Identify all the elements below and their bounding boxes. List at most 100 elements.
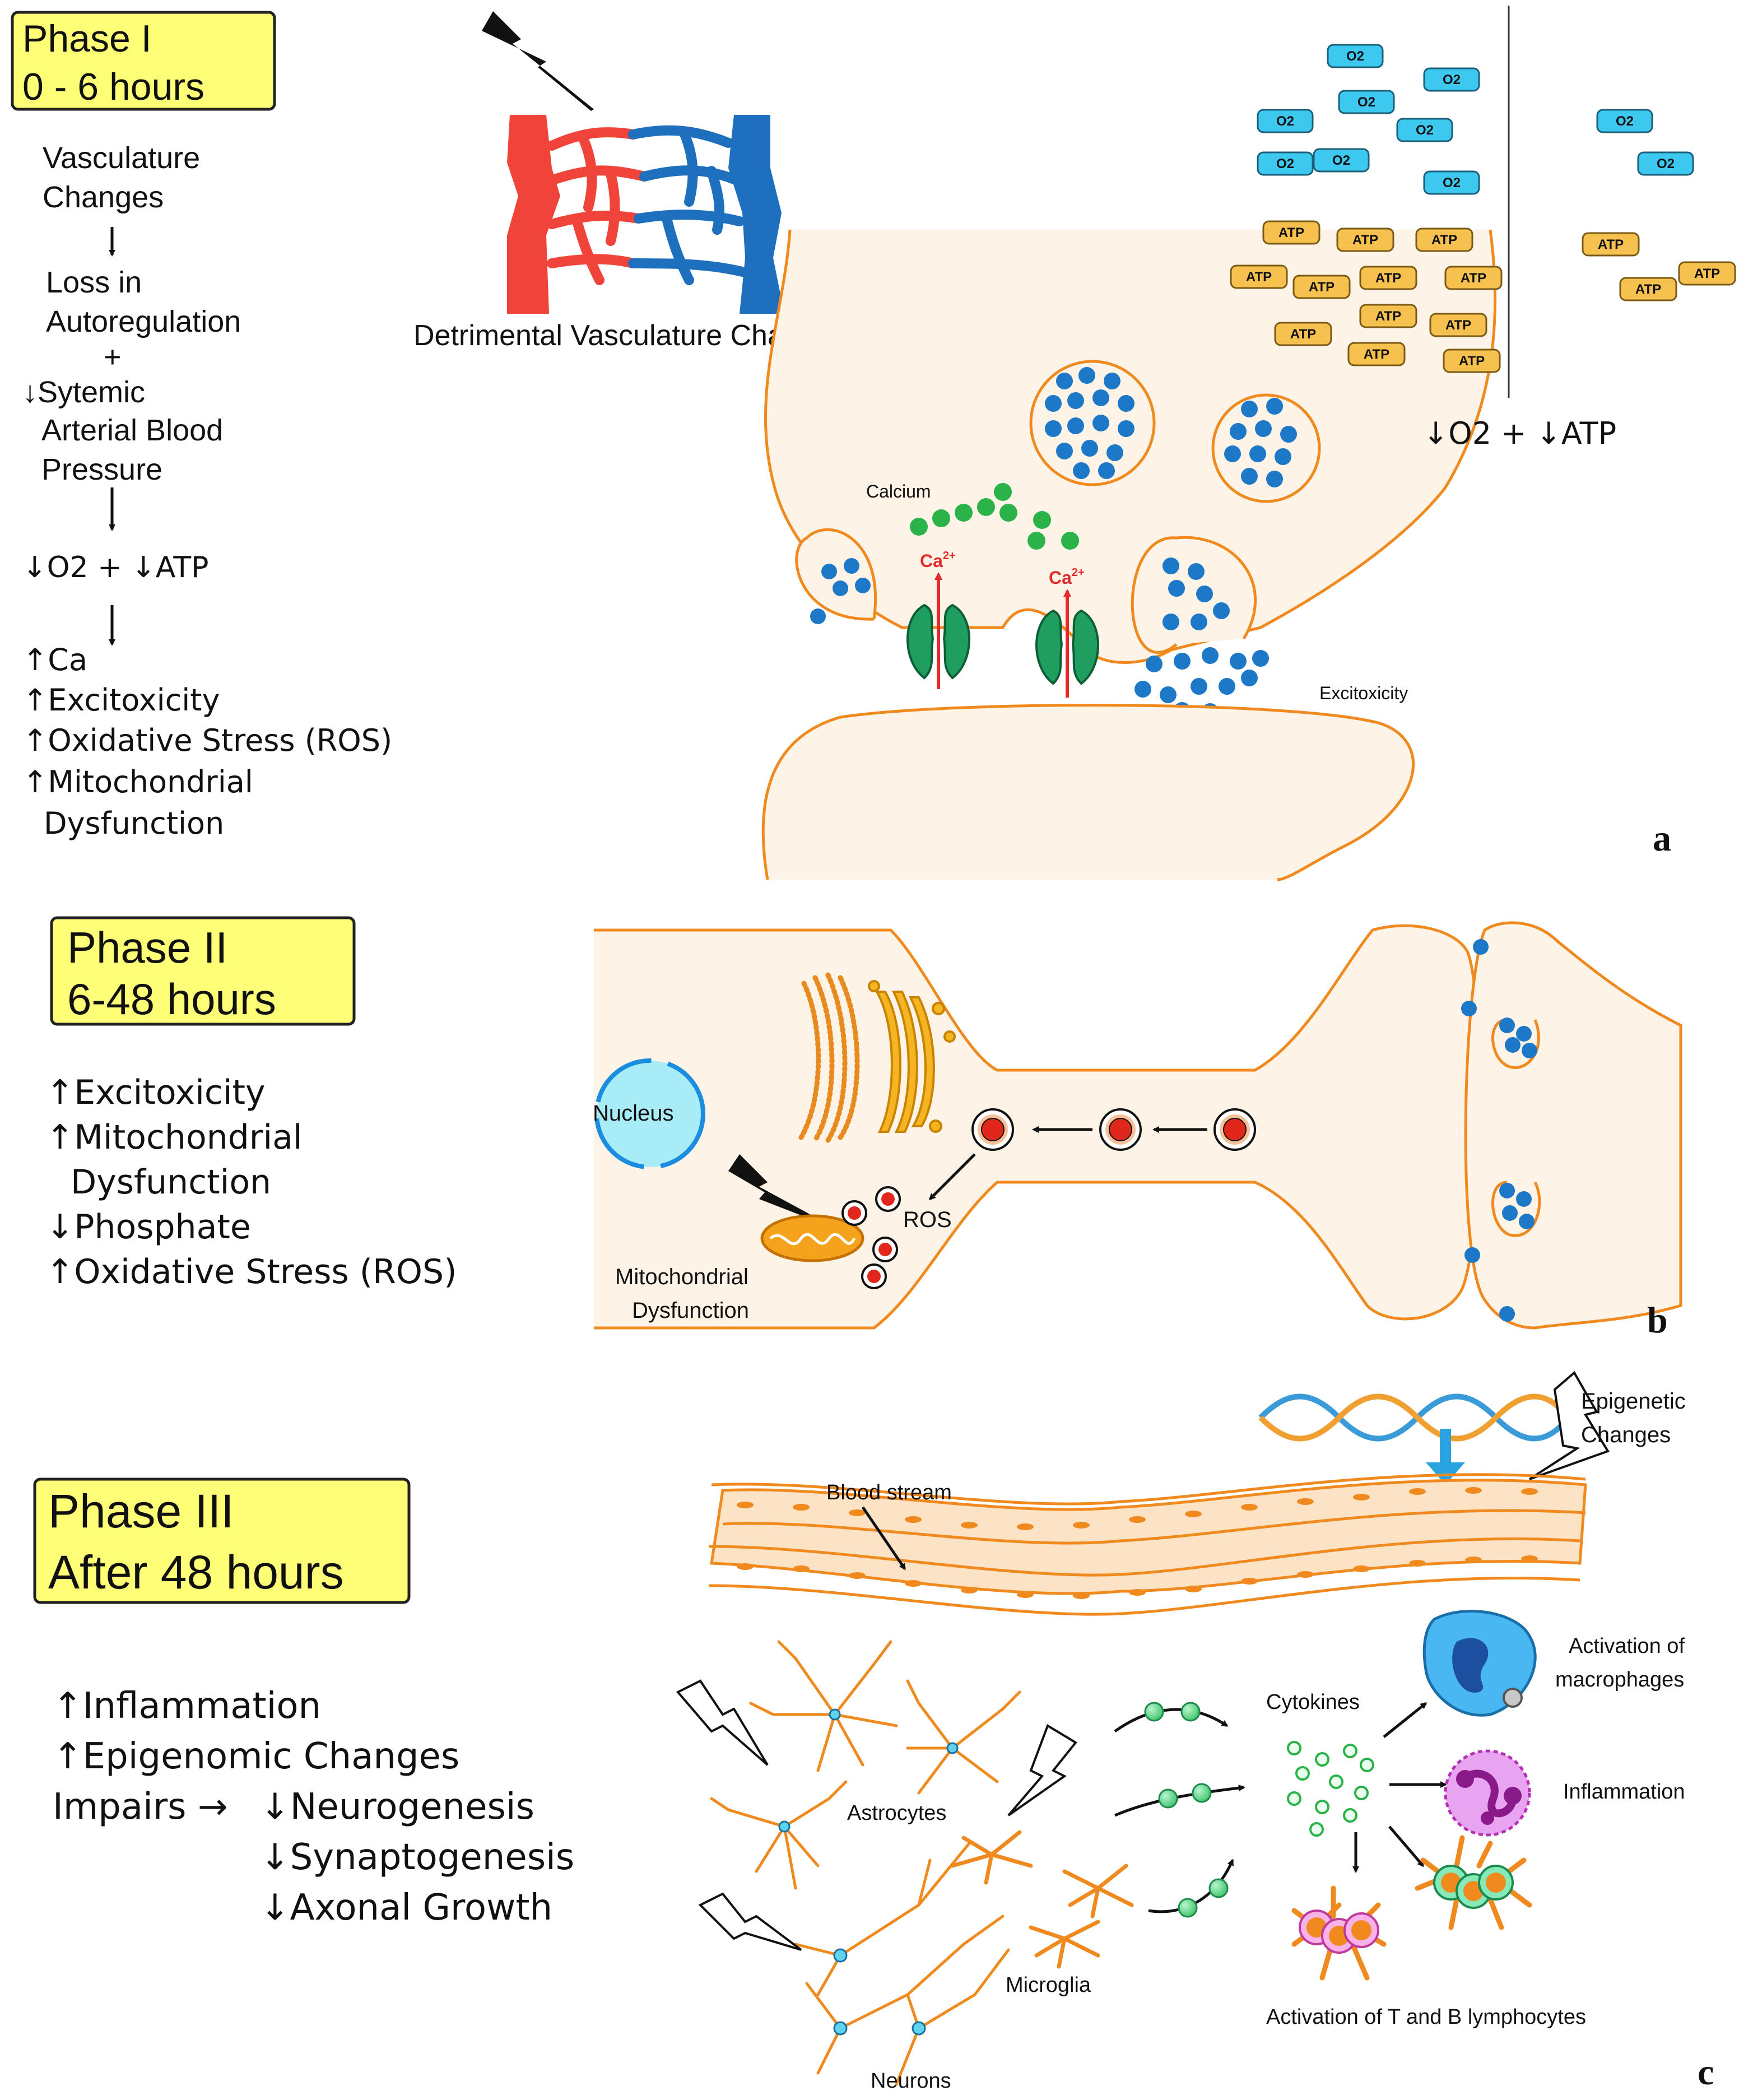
phase2-mito-1: ↑Mitochondrial [46,1118,303,1157]
inflammatory-cell-icon [1444,1749,1531,1837]
svg-text:ATP: ATP [1375,309,1401,324]
o2-pill: O2 [1423,170,1480,195]
ca-ion-label-right: Ca [1049,568,1072,588]
phase3-neurogenesis: ↓Neurogenesis [260,1786,534,1828]
flow-sytemic-2: Arterial Blood [41,414,223,447]
atp-pill: ATP [1347,342,1406,366]
svg-text:ATP: ATP [1598,237,1624,252]
neuron-nuclei [833,1948,926,2036]
atp-pill: ATP [1619,277,1677,301]
o2-pill: O2 [1596,109,1653,133]
svg-text:ATP: ATP [1309,280,1335,295]
flow-sytemic-1: ↓Sytemic [22,375,145,409]
lightning-bolt-icon [1528,1370,1610,1480]
flow-plus: + [104,340,122,374]
astrocytes [710,1640,1021,1890]
vein [728,115,784,314]
epigenetic-label-2: Changes [1581,1423,1671,1447]
flow-sytemic-3: Pressure [41,453,162,486]
flow-loss-2: Autoregulation [46,305,241,338]
ca-ion-label-left: Ca [920,551,943,571]
svg-text:O2: O2 [1657,156,1675,171]
phase3-time: After 48 hours [48,1546,344,1599]
atp-pill: ATP [1292,275,1351,299]
macrophage-icon [1422,1610,1537,1717]
phase3-epigenomic: ↑Epigenomic Changes [53,1736,459,1777]
organelle-3 [1213,1108,1256,1151]
flow-excito: ↑Excitoxicity [22,682,220,718]
calcium-channel-left: Ca2+ [906,550,970,689]
golgi-apparatus-icon [868,980,956,1133]
atp-pill: ATP [1582,232,1640,257]
astrocytes-label: Astrocytes [847,1801,946,1825]
pathogen-icon [1503,1688,1523,1708]
neurons-label: Neurons [871,2069,951,2093]
nucleus-label: Nucleus [593,1101,674,1126]
lightning-bolt-icon [676,1679,769,1766]
phase2-panel: Phase II 6-48 hours ↑Excitoxicity ↑Mitoc… [46,916,1682,1341]
phase1-panel: Phase I 0 - 6 hours Vasculature Changes … [11,6,1736,881]
organelle-1 [971,1108,1014,1151]
o2-pill: O2 [1313,148,1370,173]
phase2-time: 6-48 hours [67,974,276,1024]
panel-letter-b: b [1647,1300,1668,1341]
phase1-flow: Vasculature Changes Loss in Autoregulati… [22,141,392,841]
atp-pill: ATP [1359,266,1417,290]
svg-text:ATP: ATP [1352,233,1378,248]
atp-pill: ATP [1444,266,1503,290]
atp-pill: ATP [1230,264,1288,289]
svg-text:O2: O2 [1332,153,1350,168]
o2-pill: O2 [1423,67,1480,92]
svg-text:ATP: ATP [1431,233,1457,248]
svg-text:O2: O2 [1357,95,1375,110]
phase3-axonal: ↓Axonal Growth [260,1887,552,1929]
calcium-channel-right: Ca2+ [1035,566,1099,698]
svg-text:O2: O2 [1443,72,1461,87]
phase1-label-box: Phase I 0 - 6 hours [11,11,276,111]
excitoxicity-label: Excitoxicity [1319,683,1408,703]
svg-text:ATP: ATP [1461,271,1486,286]
atp-pill: ATP [1443,349,1501,373]
ca-ion-charge-left: 2+ [943,550,956,562]
svg-text:ATP: ATP [1459,354,1485,369]
o2-pill: O2 [1396,118,1453,142]
flow-mito-2: Dysfunction [44,806,224,841]
o2-pill: O2 [1257,151,1314,176]
flow-loss-1: Loss in [46,266,142,299]
microglia-label: Microglia [1006,1973,1091,1997]
t-lymphocytes-icon [1291,1885,1387,1981]
lightning-bolt-icon [482,11,594,111]
calcium-label: Calcium [866,481,931,501]
postsynaptic-cell [1464,921,1682,1330]
lightning-bolt-icon [728,1154,818,1221]
b-lymphocytes-icon [1415,1835,1532,1930]
lightning-bolt-icon [1007,1724,1077,1816]
svg-text:O2: O2 [1616,114,1634,129]
lightning-bolt-icon [698,1892,802,1951]
svg-text:ATP: ATP [1246,270,1272,285]
mitochondrion-icon [760,1214,864,1262]
phase2-mito-2: Dysfunction [71,1163,271,1202]
neurons [794,1842,1010,2086]
ca-ion-charge-right: 2+ [1072,566,1085,579]
o2-atp-cluster-normal: O2 O2 O2 O2 O2 O2 O2 O2 ATP ATP ATP ATP … [1230,44,1503,373]
o2-pill: O2 [1338,90,1395,114]
blood-stream-label: Blood stream [826,1481,952,1504]
cytokine-particles [1287,1741,1374,1837]
dna-helix-icon [1258,1393,1571,1442]
phase3-title: Phase III [48,1485,234,1537]
phase2-phosphate: ↓Phosphate [46,1207,251,1247]
svg-text:Ca2+: Ca2+ [920,550,956,571]
phase2-title: Phase II [67,923,227,972]
svg-text:O2: O2 [1416,123,1434,138]
svg-text:O2: O2 [1443,175,1461,191]
epigenetic-label-1: Epigenetic [1581,1389,1686,1414]
blood-vessel [708,1473,1587,1616]
atp-pill: ATP [1359,304,1417,328]
o2-atp-cluster-reduced: O2 O2 ATP ATP ATP [1582,109,1736,301]
blood-stream-pointer [861,1506,906,1571]
mito-label-2: Dysfunction [632,1298,749,1323]
o2-pill: O2 [1257,109,1314,133]
phase3-inflammation: ↑Inflammation [53,1685,321,1727]
